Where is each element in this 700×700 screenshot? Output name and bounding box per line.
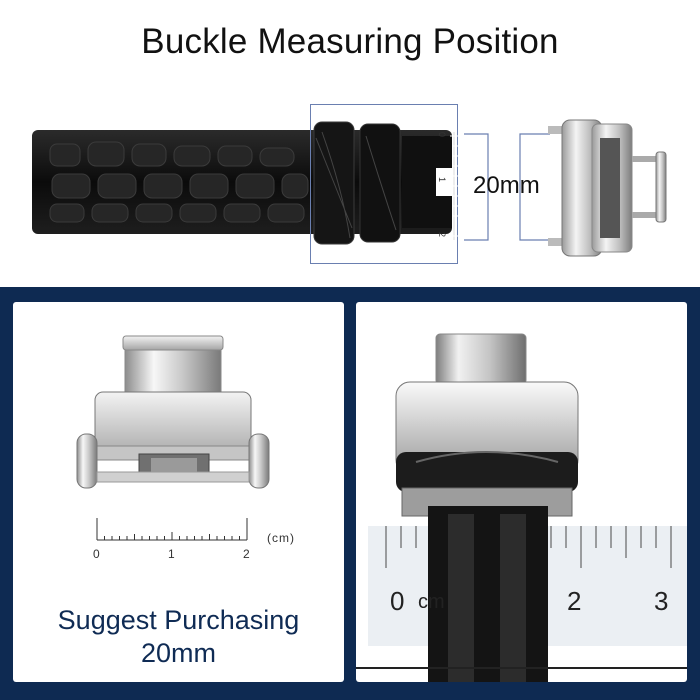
left-ruler-tick-2: 2 — [243, 547, 250, 561]
bottom-section: 0 1 2 (cm) Suggest Purchasing 20mm — [0, 287, 700, 700]
buckle-front-image — [76, 335, 270, 489]
top-ruler-tick-0: 0 — [437, 132, 447, 137]
right-ruler-tick-3: 3 — [654, 586, 669, 616]
measuring-box — [310, 104, 458, 264]
top-ruler: 0 1 2 — [437, 132, 458, 240]
left-ruler: 0 1 2 — [93, 518, 250, 561]
left-ruler-tick-1: 1 — [168, 547, 175, 561]
right-panel: 0 cm 2 3 — [356, 302, 687, 682]
left-ruler-unit: (cm) — [267, 531, 295, 545]
top-width-label: 20mm — [473, 172, 540, 199]
top-section: Buckle Measuring Position — [0, 0, 700, 287]
suggest-text-line2: 20mm — [140, 638, 216, 668]
leather-strap-image — [32, 121, 452, 245]
left-ruler-tick-0: 0 — [93, 547, 100, 561]
buckle-side-image — [548, 119, 667, 257]
right-ruler-tick-cm: cm — [418, 591, 445, 613]
buckle-on-ruler-image — [356, 333, 687, 682]
dimension-brackets — [464, 133, 550, 241]
top-ruler-tick-1: 1 — [437, 177, 447, 182]
top-ruler-tick-2: 2 — [437, 232, 447, 237]
right-ruler-tick-2: 2 — [567, 586, 582, 616]
left-panel: 0 1 2 (cm) Suggest Purchasing 20mm — [13, 302, 344, 682]
suggest-text-line1: Suggest Purchasing — [57, 605, 300, 635]
page-title: Buckle Measuring Position — [141, 22, 559, 61]
right-ruler-tick-0: 0 — [390, 586, 405, 616]
